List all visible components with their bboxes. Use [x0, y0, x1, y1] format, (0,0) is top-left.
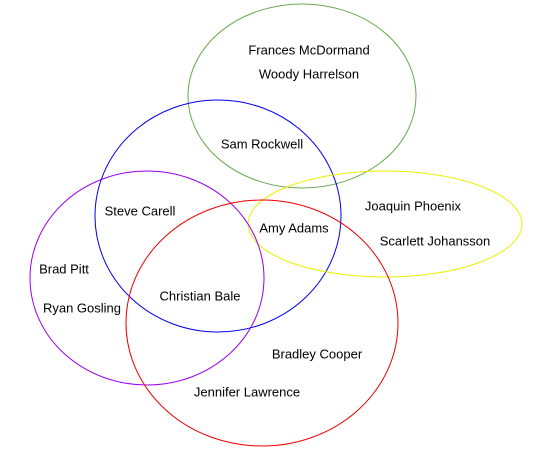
member-label-sam: Sam Rockwell — [221, 136, 303, 151]
member-label-bradley: Bradley Cooper — [272, 346, 363, 361]
member-label-christian: Christian Bale — [160, 288, 241, 303]
set-ellipse-purple — [29, 170, 265, 386]
member-label-woody: Woody Harrelson — [259, 66, 359, 81]
set-ellipse-red — [125, 199, 399, 447]
member-label-brad: Brad Pitt — [39, 261, 89, 276]
member-label-ryan: Ryan Gosling — [43, 300, 121, 315]
member-label-amy: Amy Adams — [259, 220, 329, 235]
member-label-scarlett: Scarlett Johansson — [380, 233, 491, 248]
set-ellipses — [29, 3, 523, 447]
member-label-jennifer: Jennifer Lawrence — [194, 384, 300, 399]
set-ellipse-blue — [94, 99, 342, 333]
member-label-frances: Frances McDormand — [248, 42, 369, 57]
set-ellipse-green — [187, 3, 417, 189]
member-label-joaquin: Joaquin Phoenix — [365, 198, 462, 213]
member-label-steve: Steve Carell — [105, 203, 176, 218]
